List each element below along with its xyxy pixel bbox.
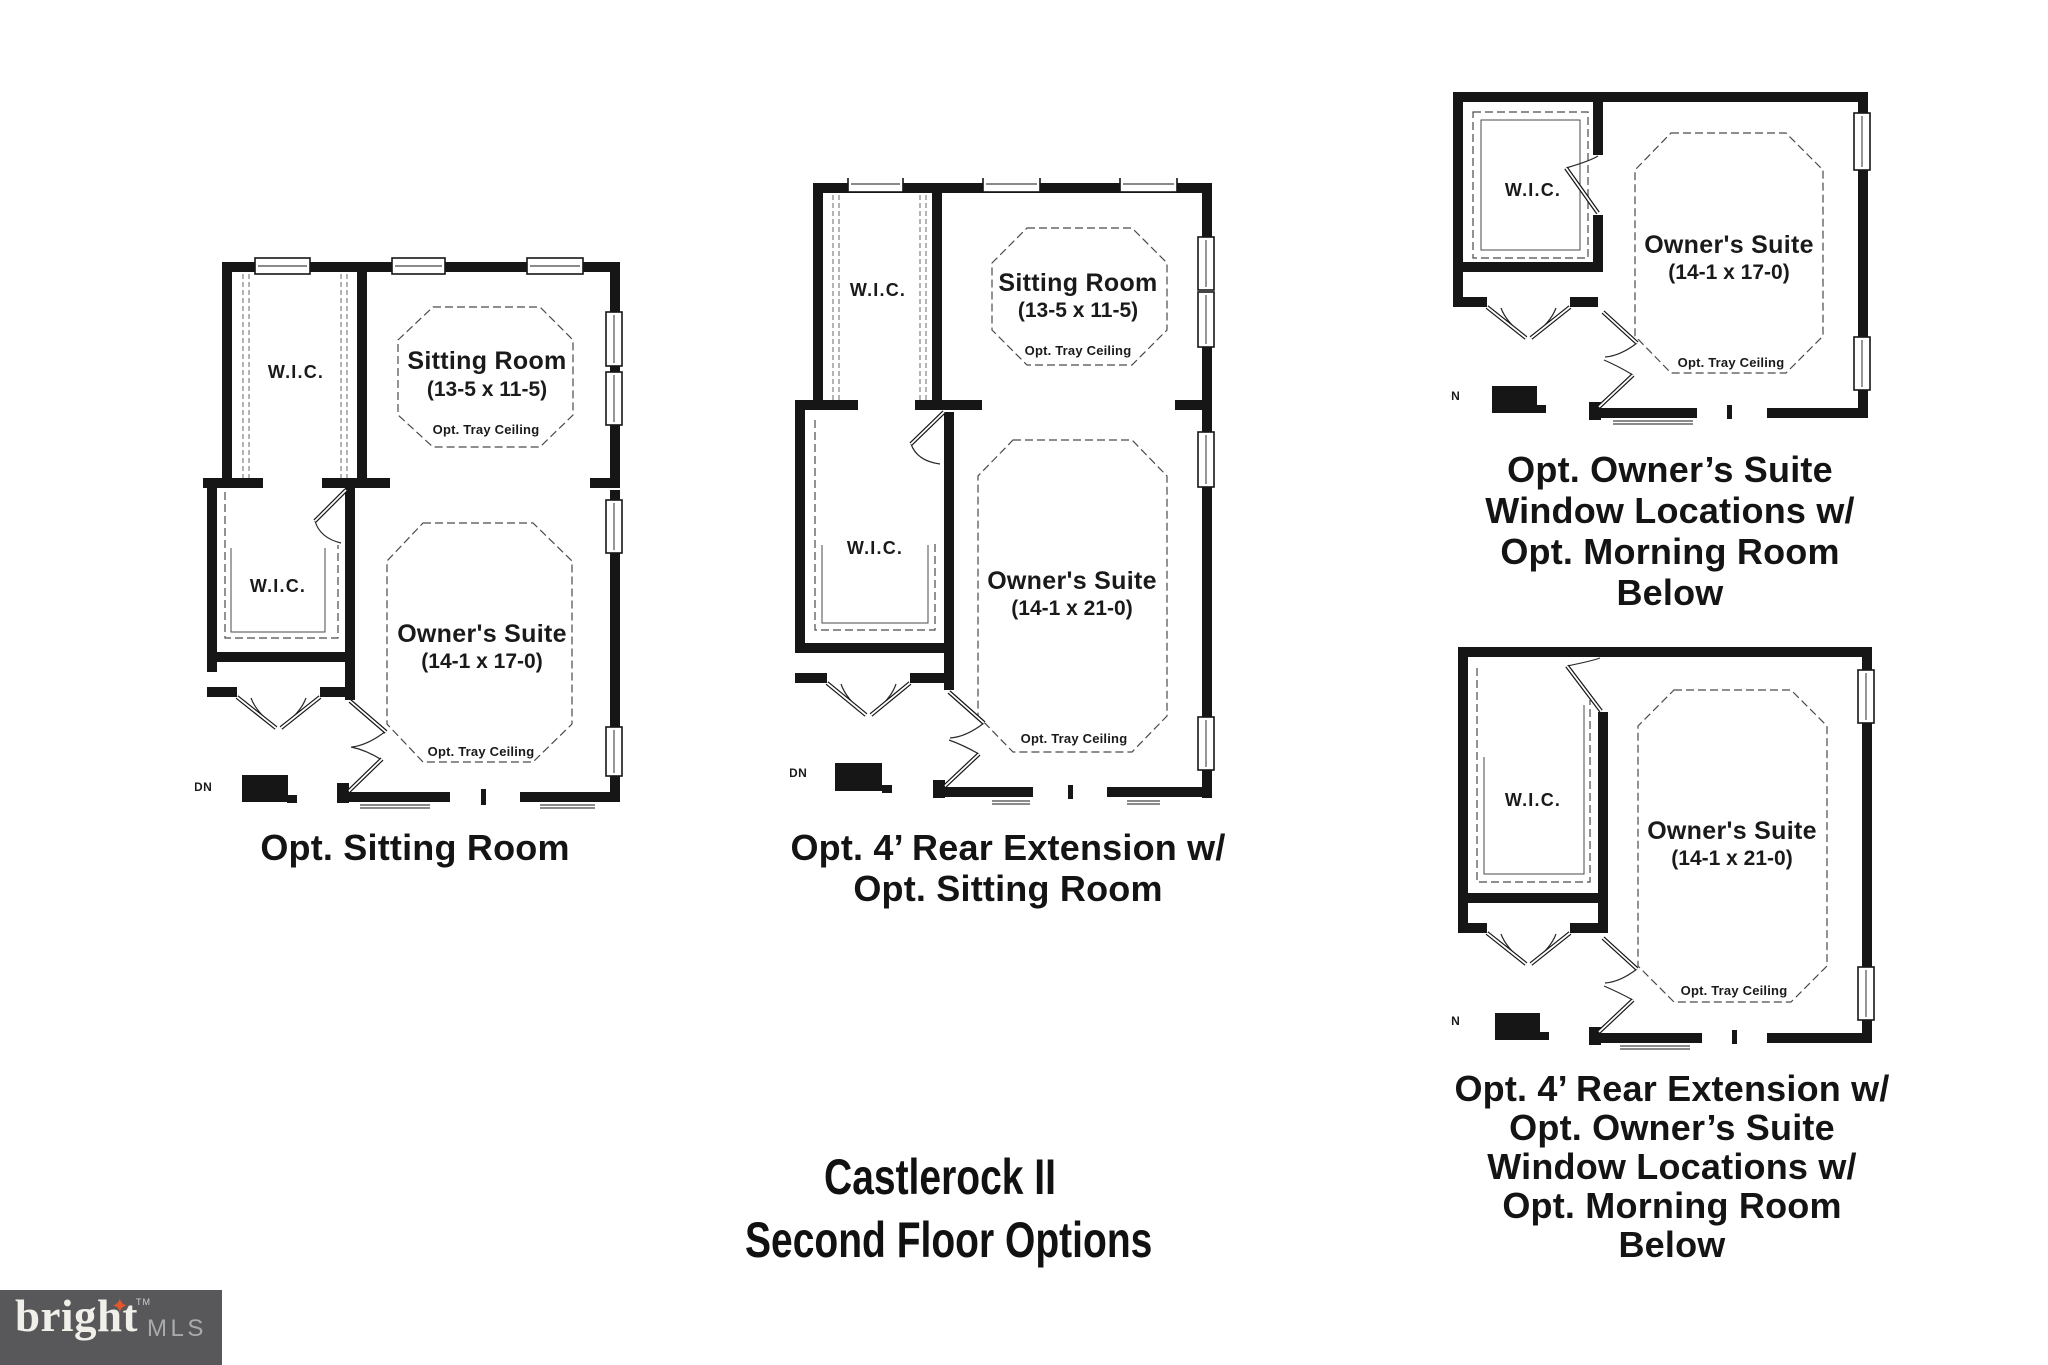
door-arc xyxy=(1565,155,1599,169)
stairs-down-label: DN xyxy=(790,766,807,780)
doors xyxy=(825,410,986,788)
window-icon xyxy=(1119,178,1178,193)
caption-line: Opt. Owner’s Suite xyxy=(1509,1107,1835,1148)
door-arc xyxy=(910,443,941,465)
sitting-room-tray-octagon xyxy=(397,306,574,448)
closet-dashes xyxy=(1476,668,1591,883)
wic-bottom-label: W.I.C. xyxy=(250,576,306,596)
sitting-room-tray-note: Opt. Tray Ceiling xyxy=(433,422,540,437)
walls xyxy=(795,183,1212,799)
sitting-room-dims: (13-5 x 11-5) xyxy=(427,378,547,401)
door-arc xyxy=(314,520,342,544)
wic-label: W.I.C. xyxy=(1505,790,1561,810)
room-labels: W.I.C. Owner's Suite (14-1 x 17-0) Opt. … xyxy=(1450,180,1814,403)
bright-wordmark: bright xyxy=(15,1291,139,1341)
bright-mls-logo: bright ✦ TM MLS xyxy=(0,1290,222,1365)
door-arc xyxy=(1603,968,1638,1001)
floorplan-rear-extension-sitting-room: W.I.C. Sitting Room (13-5 x 11-5) Opt. T… xyxy=(790,178,1215,805)
closet-dashes xyxy=(814,195,936,631)
sitting-room-label: Sitting Room xyxy=(998,269,1157,297)
wic-top-label: W.I.C. xyxy=(850,280,906,300)
title-line-2: Second Floor Options xyxy=(745,1212,1153,1268)
owners-suite-tray-note: Opt. Tray Ceiling xyxy=(1678,355,1785,370)
owners-suite-dims: (14-1 x 17-0) xyxy=(1668,261,1789,284)
owners-suite-dims: (14-1 x 21-0) xyxy=(1671,847,1792,870)
window-icon xyxy=(982,178,1041,193)
room-labels: W.I.C. Sitting Room (13-5 x 11-5) Opt. T… xyxy=(790,269,1157,780)
page-title: Castlerock II Second Floor Options xyxy=(690,1146,1190,1272)
doors xyxy=(235,488,388,793)
mls-label: MLS xyxy=(147,1315,207,1342)
closet-outline xyxy=(224,492,339,639)
door-arc xyxy=(1566,657,1601,667)
caption-line: Opt. Sitting Room xyxy=(260,827,570,868)
caption-line: Window Locations w/ xyxy=(1487,1146,1857,1187)
window-icon xyxy=(847,178,904,193)
caption-plan-4: Opt. 4’ Rear Extension w/ Opt. Owner’s S… xyxy=(1450,1069,1894,1264)
owners-suite-label: Owner's Suite xyxy=(987,567,1157,595)
doors xyxy=(1485,657,1639,1034)
sitting-room-label: Sitting Room xyxy=(407,347,566,375)
room-labels: W.I.C. Sitting Room (13-5 x 11-5) Opt. T… xyxy=(195,347,567,794)
stairs-down-label: DN xyxy=(1450,389,1460,403)
sitting-room-tray-octagon xyxy=(991,227,1168,366)
caption-line: Opt. 4’ Rear Extension w/ xyxy=(1454,1068,1890,1109)
closet-dashes xyxy=(1472,111,1589,259)
caption-plan-3: Opt. Owner’s Suite Window Locations w/ O… xyxy=(1448,449,1892,613)
floorplan-rear-extension-owners-suite-windows: W.I.C. Owner's Suite (14-1 x 21-0) Opt. … xyxy=(1450,647,1875,1050)
stairs-down-label: DN xyxy=(1450,1014,1460,1028)
owners-suite-dims: (14-1 x 21-0) xyxy=(1011,597,1132,620)
caption-line: Opt. Owner’s Suite xyxy=(1507,449,1833,490)
caption-line: Opt. Sitting Room xyxy=(853,868,1163,909)
owners-suite-tray-octagon xyxy=(977,439,1168,753)
doors xyxy=(1485,155,1639,409)
sitting-room-dims: (13-5 x 11-5) xyxy=(1018,299,1138,322)
caption-line: Opt. Morning Room Below xyxy=(1502,1185,1842,1265)
closet-outline xyxy=(814,420,936,631)
windows xyxy=(847,178,1215,805)
windows xyxy=(1620,669,1875,1050)
wic-top-label: W.I.C. xyxy=(268,362,324,382)
owners-suite-dims: (14-1 x 17-0) xyxy=(421,650,542,673)
owners-suite-label: Owner's Suite xyxy=(397,620,567,648)
walls xyxy=(1458,647,1872,1045)
tray-ceiling-outlines xyxy=(1637,689,1828,1003)
caption-line: Window Locations w/ xyxy=(1485,490,1855,531)
closet-dashes xyxy=(224,274,348,639)
wic-label: W.I.C. xyxy=(1505,180,1561,200)
caption-line: Opt. 4’ Rear Extension w/ xyxy=(790,827,1226,868)
floorplan-owners-suite-windows: W.I.C. Owner's Suite (14-1 x 17-0) Opt. … xyxy=(1450,92,1871,425)
tray-ceiling-outlines xyxy=(1634,132,1824,374)
tray-ceiling-outlines xyxy=(386,306,574,763)
owners-suite-tray-octagon xyxy=(1637,689,1828,1003)
sitting-room-tray-note: Opt. Tray Ceiling xyxy=(1025,343,1132,358)
walls xyxy=(203,262,620,805)
wic-bottom-label: W.I.C. xyxy=(847,538,903,558)
owners-suite-tray-note: Opt. Tray Ceiling xyxy=(1681,983,1788,998)
star-icon: ✦ xyxy=(111,1294,129,1318)
walls xyxy=(1453,92,1868,420)
room-labels: W.I.C. Owner's Suite (14-1 x 21-0) Opt. … xyxy=(1450,790,1817,1028)
owners-suite-label: Owner's Suite xyxy=(1644,231,1814,259)
stairs-down-label: DN xyxy=(195,780,212,794)
title-line-1: Castlerock II xyxy=(824,1149,1056,1205)
door-arc xyxy=(948,722,985,755)
closet-outline xyxy=(1472,111,1589,259)
closet-outline xyxy=(1476,668,1591,883)
caption-plan-1: Opt. Sitting Room xyxy=(190,827,640,868)
owners-suite-tray-octagon xyxy=(1634,132,1824,374)
floorplan-opt-sitting-room: W.I.C. Sitting Room (13-5 x 11-5) Opt. T… xyxy=(195,257,623,809)
owners-suite-label: Owner's Suite xyxy=(1647,817,1817,845)
owners-suite-tray-octagon xyxy=(386,522,573,763)
windows xyxy=(1613,112,1871,425)
owners-suite-tray-note: Opt. Tray Ceiling xyxy=(428,744,535,759)
caption-plan-2: Opt. 4’ Rear Extension w/ Opt. Sitting R… xyxy=(788,827,1228,909)
door-arc xyxy=(1603,342,1638,376)
tray-ceiling-outlines xyxy=(977,227,1168,753)
door-arc xyxy=(350,730,387,761)
caption-line: Opt. Morning Room Below xyxy=(1500,531,1840,613)
windows xyxy=(254,257,623,809)
trademark-symbol: TM xyxy=(136,1297,151,1307)
owners-suite-tray-note: Opt. Tray Ceiling xyxy=(1021,731,1128,746)
